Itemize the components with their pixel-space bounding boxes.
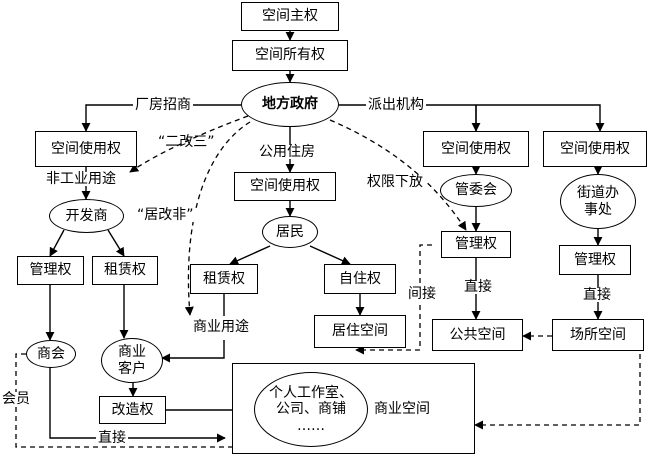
label-delegation: 权限下放 <box>365 174 425 190</box>
node-renovation-right: 改造权 <box>99 396 166 424</box>
dashed-er-gai-san <box>129 115 249 173</box>
node-mgmt-committee: 管委会 <box>440 174 512 207</box>
arrow-dev-to-mgmt <box>49 229 65 257</box>
label-dispatch-agency: 派出机构 <box>366 97 426 113</box>
node-use-right-left: 空间使用权 <box>35 131 137 167</box>
label-ju-gai-fei: “居改非” <box>135 207 196 223</box>
node-residential-space: 居住空间 <box>314 315 406 348</box>
dashed-ju-gai-fei <box>184 121 251 316</box>
arrow-res-to-lease <box>229 245 271 265</box>
label-direct-bottom: 直接 <box>96 430 128 446</box>
arrow-res-to-self <box>309 245 351 265</box>
node-use-right-r2: 空间使用权 <box>543 131 647 167</box>
node-lease-right-mid: 租赁权 <box>190 264 258 294</box>
node-business-client: 商业 客户 <box>101 338 163 383</box>
node-self-live-right: 自住权 <box>324 264 396 294</box>
label-er-gai-san: “二改三” <box>158 134 215 150</box>
node-use-right-mid: 空间使用权 <box>234 172 336 201</box>
node-venue-space: 场所空间 <box>552 319 644 351</box>
dashed-delegation <box>329 119 467 231</box>
label-direct-r2: 直接 <box>581 287 613 303</box>
node-chamber: 商会 <box>26 340 76 368</box>
label-indirect: 间接 <box>406 286 438 302</box>
arrow-chamber-direct <box>49 366 226 443</box>
node-mgmt-right-left: 管理权 <box>17 256 84 285</box>
node-space-ownership: 空间所有权 <box>232 40 348 71</box>
arrow-dev-to-lease <box>107 229 125 257</box>
node-public-space: 公共空间 <box>432 319 523 351</box>
label-direct-r1: 直接 <box>462 279 494 295</box>
node-mgmt-right-r1: 管理权 <box>441 231 511 258</box>
label-factory-investment: 厂房招商 <box>133 97 193 113</box>
node-commercial-content: 个人工作室、 公司、商铺 …… <box>254 372 368 447</box>
label-commercial-use: 商业用途 <box>191 319 251 335</box>
dashed-venue-to-commercial <box>474 336 641 430</box>
node-use-right-r1: 空间使用权 <box>423 131 529 167</box>
node-lease-right-left: 租赁权 <box>92 256 158 285</box>
arrow-gov-to-r1-use <box>339 104 605 132</box>
node-mgmt-right-r2: 管理权 <box>559 245 631 275</box>
label-non-industrial: 非工业用途 <box>44 171 118 187</box>
arrow-commercial-use-to-client <box>161 340 225 363</box>
node-street-office: 街道办 事处 <box>560 174 636 229</box>
node-developer: 开发商 <box>49 199 124 233</box>
node-residents: 居民 <box>262 216 318 248</box>
node-local-gov: 地方政府 <box>241 82 339 127</box>
node-space-sovereignty: 空间主权 <box>241 2 339 31</box>
label-public-housing: 公用住房 <box>257 144 317 160</box>
label-member: 会员 <box>0 391 32 407</box>
label-commercial-space: 商业空间 <box>374 401 430 417</box>
